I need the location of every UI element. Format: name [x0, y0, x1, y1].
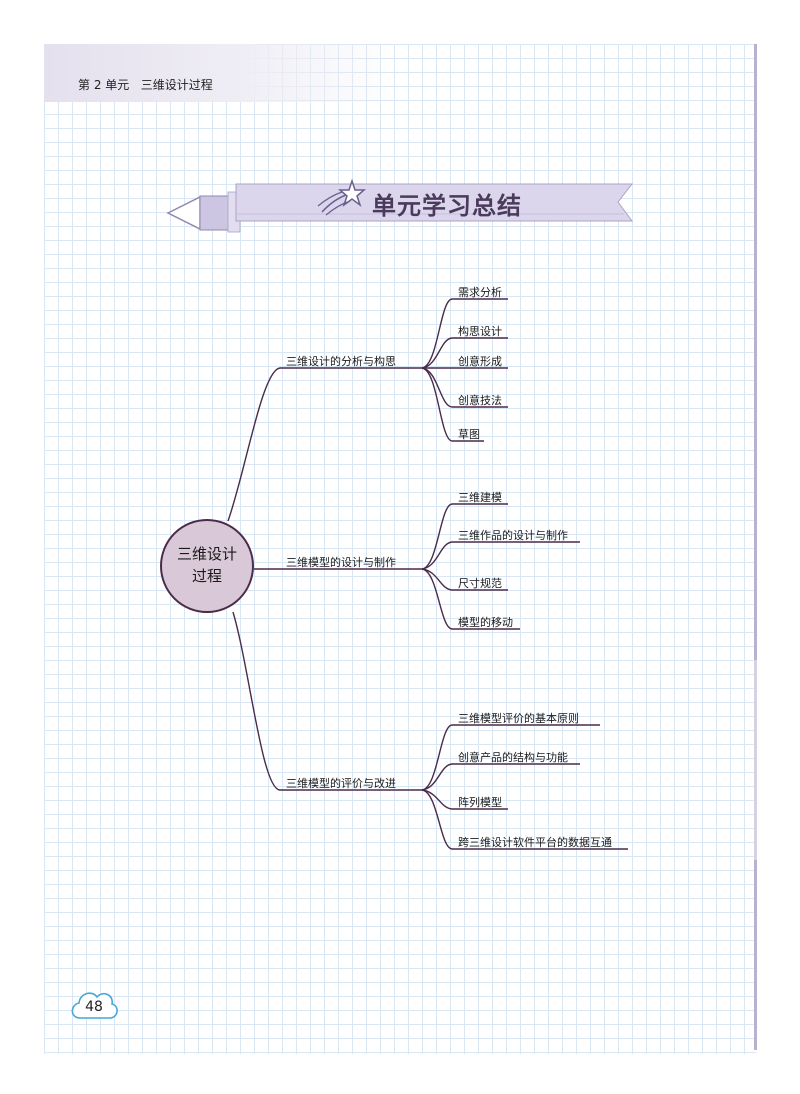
leaf-label-1-3: 创意形成 — [458, 355, 502, 368]
page-edge-bar — [754, 44, 757, 1050]
connector-3-1 — [421, 724, 453, 791]
leaf-label-1-4: 创意技法 — [458, 394, 502, 407]
center-node-line-1: 三维设计 — [176, 545, 237, 563]
connector-3-2 — [421, 763, 453, 791]
connector-2-1 — [421, 503, 453, 570]
center-node-label: 三维设计 过程 — [160, 543, 254, 587]
branch-label-2: 三维模型的设计与制作 — [286, 556, 396, 569]
leaf-label-3-2: 创意产品的结构与功能 — [458, 751, 568, 764]
section-title: 单元学习总结 — [372, 192, 522, 220]
connector-center-branch-3 — [232, 611, 281, 791]
running-header-text: 第 2 单元 三维设计过程 — [78, 76, 213, 93]
leaf-label-2-2: 三维作品的设计与制作 — [458, 529, 568, 542]
leaf-label-2-3: 尺寸规范 — [458, 577, 502, 590]
leaf-label-1-5: 草图 — [458, 428, 480, 441]
branch-label-1: 三维设计的分析与构思 — [286, 355, 396, 368]
header-title: 三维设计过程 — [140, 78, 213, 92]
header-unit: 第 2 单元 — [78, 78, 130, 92]
leaf-label-1-1: 需求分析 — [458, 286, 502, 299]
cloud-icon — [71, 992, 118, 1019]
connector-2-2 — [421, 541, 453, 570]
branch-label-3: 三维模型的评价与改进 — [286, 777, 396, 790]
leaf-label-3-4: 跨三维设计软件平台的数据互通 — [458, 836, 612, 849]
leaf-label-1-2: 构思设计 — [458, 325, 502, 338]
running-header-band — [44, 44, 394, 102]
leaf-label-2-1: 三维建模 — [458, 491, 502, 504]
page-edge-bar-accent — [754, 660, 757, 860]
connector-2-4 — [421, 568, 453, 630]
connector-1-1 — [421, 298, 453, 369]
banner-ribbon — [235, 183, 634, 222]
leaf-label-3-3: 阵列模型 — [458, 796, 502, 809]
center-node-line-2: 过程 — [191, 567, 222, 585]
leaf-label-3-1: 三维模型评价的基本原则 — [458, 712, 579, 725]
leaf-label-2-4: 模型的移动 — [458, 616, 513, 629]
connector-3-4 — [421, 789, 453, 850]
page-number: 48 — [85, 999, 103, 1015]
connector-center-branch-1 — [227, 367, 281, 522]
connector-1-2 — [421, 337, 453, 369]
connector-1-5 — [421, 367, 453, 442]
center-node-circle — [160, 519, 254, 613]
star-icon — [317, 178, 367, 216]
